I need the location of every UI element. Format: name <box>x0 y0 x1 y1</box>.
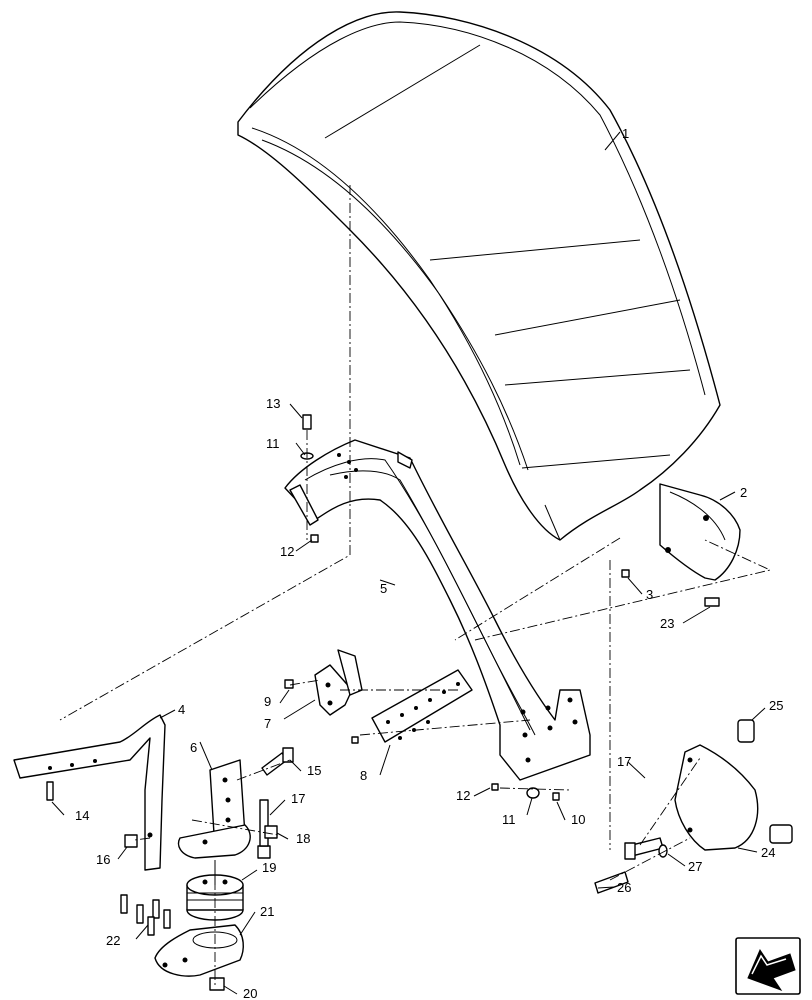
callout-12-bottom: 12 <box>456 788 470 803</box>
callout-labels: 1 2 3 4 5 6 7 8 9 10 11 11 12 12 13 14 1… <box>75 126 783 1000</box>
callout-26: 26 <box>617 880 631 895</box>
angle-bracket-part-6[interactable] <box>177 759 251 859</box>
previous-page-arrow-icon[interactable] <box>735 937 801 995</box>
callout-14: 14 <box>75 808 89 823</box>
centerlines <box>59 185 772 985</box>
cover-plate-part-24[interactable] <box>674 744 759 851</box>
callout-23: 23 <box>660 616 674 631</box>
fasteners <box>46 414 793 991</box>
callout-1: 1 <box>622 126 629 141</box>
callout-25: 25 <box>769 698 783 713</box>
callout-8: 8 <box>360 768 367 783</box>
callout-10: 10 <box>571 812 585 827</box>
callout-11-bottom: 11 <box>502 812 516 827</box>
support-arm-part-5[interactable] <box>284 439 591 781</box>
callout-22: 22 <box>106 933 120 948</box>
isolator-part-19[interactable] <box>186 860 244 921</box>
callout-18: 18 <box>296 831 310 846</box>
base-plate-part-21[interactable] <box>154 924 244 977</box>
callout-12-top: 12 <box>280 544 294 559</box>
callout-3: 3 <box>646 587 653 602</box>
callout-2: 2 <box>740 485 747 500</box>
callout-21: 21 <box>260 904 274 919</box>
leader-lines <box>51 131 766 995</box>
callout-20: 20 <box>243 986 257 1000</box>
mounting-plate-part-8[interactable] <box>371 669 473 743</box>
callout-7: 7 <box>264 716 271 731</box>
callout-27: 27 <box>688 859 702 874</box>
cover-part-2[interactable] <box>659 483 741 581</box>
callout-17-left: 17 <box>291 791 305 806</box>
callout-19: 19 <box>262 860 276 875</box>
callout-13: 13 <box>266 396 280 411</box>
callout-16: 16 <box>96 852 110 867</box>
callout-4: 4 <box>178 702 185 717</box>
callout-24: 24 <box>761 845 775 860</box>
small-bracket-part-7[interactable] <box>314 649 363 716</box>
fender-part-1[interactable] <box>237 11 721 541</box>
bracket-part-4[interactable] <box>13 714 166 871</box>
callout-5: 5 <box>380 581 387 596</box>
callout-17-right: 17 <box>617 754 631 769</box>
callout-6: 6 <box>190 740 197 755</box>
callout-11-top: 11 <box>266 436 280 451</box>
callout-9: 9 <box>264 694 271 709</box>
callout-15: 15 <box>307 763 321 778</box>
